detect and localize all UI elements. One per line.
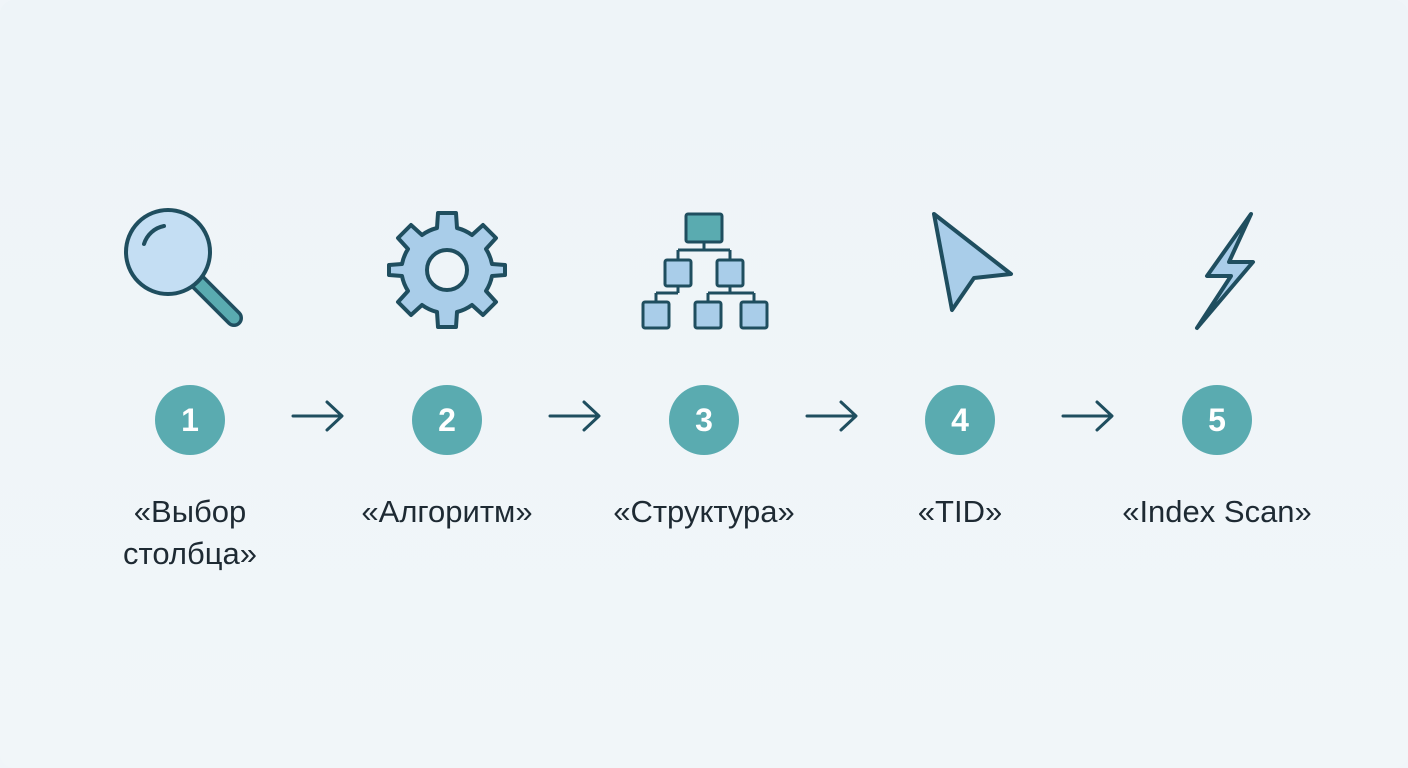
magnifier-icon	[120, 200, 260, 340]
step-number-badge: 4	[925, 385, 995, 455]
step-number-badge: 1	[155, 385, 225, 455]
step-label-line-1: «Структура»	[613, 494, 795, 529]
step-label-line-1: «Выбор	[133, 494, 247, 529]
step-number-badge: 2	[412, 385, 482, 455]
step-label-line-2: столбца»	[123, 536, 257, 571]
step-5: 5 «Index Scan»	[1107, 200, 1327, 533]
arrow-right-icon	[1061, 400, 1114, 432]
step-label: «Структура»	[584, 491, 824, 533]
arrow-right-icon	[548, 400, 601, 432]
step-3: 3 «Структура»	[594, 200, 814, 533]
step-number-badge: 3	[669, 385, 739, 455]
step-1: 1 «Выбор столбца»	[80, 200, 300, 575]
step-label: «Алгоритм»	[327, 491, 567, 533]
step-label-line-1: «TID»	[917, 494, 1003, 529]
arrow-right-icon	[805, 400, 858, 432]
step-number-badge: 5	[1182, 385, 1252, 455]
pointer-cursor-icon	[890, 200, 1030, 340]
hierarchy-tree-icon	[634, 200, 774, 340]
step-label: «Index Scan»	[1097, 491, 1337, 533]
gear-icon	[377, 200, 517, 340]
step-label: «Выбор столбца»	[70, 491, 310, 575]
step-2: 2 «Алгоритм»	[337, 200, 557, 533]
step-label: «TID»	[840, 491, 1080, 533]
lightning-bolt-icon	[1147, 200, 1287, 340]
arrow-right-icon	[291, 400, 344, 432]
step-label-line-1: «Index Scan»	[1122, 494, 1312, 529]
step-4: 4 «TID»	[850, 200, 1070, 533]
step-label-line-1: «Алгоритм»	[361, 494, 533, 529]
